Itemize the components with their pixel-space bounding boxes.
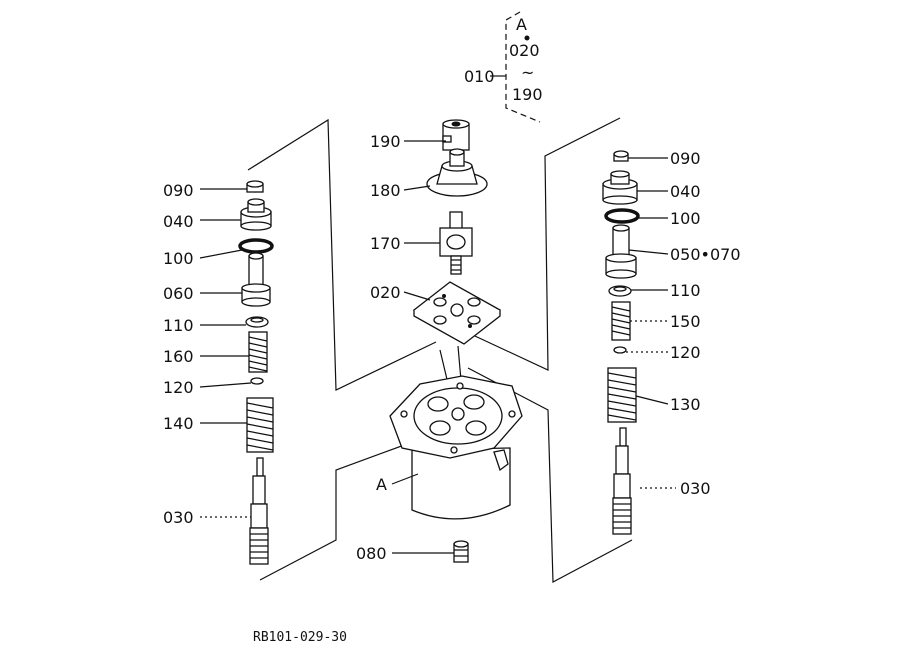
left-nut-090 (246, 180, 264, 193)
group-label: 010 (464, 67, 495, 86)
label-center-170: 170 (370, 234, 401, 253)
figure-code: RB101-029-30 (253, 630, 347, 645)
label-right-090: 090 (670, 149, 701, 168)
group-range-end: 190 (512, 85, 543, 104)
left-labels: 090 040 100 060 110 160 120 140 030 (163, 181, 194, 527)
left-washer-120 (250, 377, 264, 385)
right-spring-150 (611, 301, 631, 341)
center-body-A (389, 375, 523, 520)
label-left-160: 160 (163, 347, 194, 366)
right-seat-110 (608, 285, 632, 297)
right-plug-040 (602, 170, 638, 205)
right-nut-090 (613, 150, 629, 162)
leader-lines (199, 140, 676, 554)
label-left-030: 030 (163, 508, 194, 527)
left-spring-160 (248, 331, 268, 373)
right-labels: 090 040 100 050•070 110 150 120 130 030 (670, 149, 741, 498)
left-pusher-060 (241, 252, 271, 307)
label-left-140: 140 (163, 414, 194, 433)
label-right-050-070: 050•070 (670, 245, 741, 264)
label-right-130: 130 (670, 395, 701, 414)
label-center-A: A (376, 475, 387, 494)
right-oring-100 (604, 208, 640, 224)
center-plate-020 (412, 281, 502, 345)
label-left-060: 060 (163, 284, 194, 303)
right-spring-130 (607, 367, 637, 423)
right-parts (602, 150, 640, 535)
left-plug-040 (240, 198, 272, 231)
center-parts (389, 119, 523, 563)
label-right-030: 030 (680, 479, 711, 498)
label-center-080: 080 (356, 544, 387, 563)
label-left-110: 110 (163, 316, 194, 335)
left-spring-140 (246, 397, 274, 453)
center-plate-180 (426, 148, 488, 197)
label-right-100: 100 (670, 209, 701, 228)
label-left-090: 090 (163, 181, 194, 200)
label-left-120: 120 (163, 378, 194, 397)
center-labels: 190 180 170 020 A 080 (356, 132, 401, 563)
left-oring-100 (238, 238, 274, 254)
center-joint-170 (439, 211, 473, 275)
label-right-150: 150 (670, 312, 701, 331)
right-pusher-050-070 (605, 224, 637, 279)
assembly-guide-lines (247, 117, 633, 583)
right-washer-120 (613, 346, 627, 354)
center-nut-190 (442, 119, 470, 151)
label-center-180: 180 (370, 181, 401, 200)
label-right-120: 120 (670, 343, 701, 362)
left-seat-110 (245, 316, 269, 328)
label-left-100: 100 (163, 249, 194, 268)
label-left-040: 040 (163, 212, 194, 231)
label-center-020: 020 (370, 283, 401, 302)
label-center-190: 190 (370, 132, 401, 151)
group-range-start: 020 (509, 41, 540, 60)
group-range-mark: ~ (521, 63, 534, 82)
left-spool-030 (249, 457, 269, 565)
group-box: A 020 ~ 190 010 (464, 11, 543, 123)
group-letter: A (516, 15, 527, 34)
label-right-110: 110 (670, 281, 701, 300)
right-spool-030 (612, 427, 632, 535)
left-parts (238, 180, 274, 565)
center-plug-080 (453, 540, 469, 563)
label-right-040: 040 (670, 182, 701, 201)
